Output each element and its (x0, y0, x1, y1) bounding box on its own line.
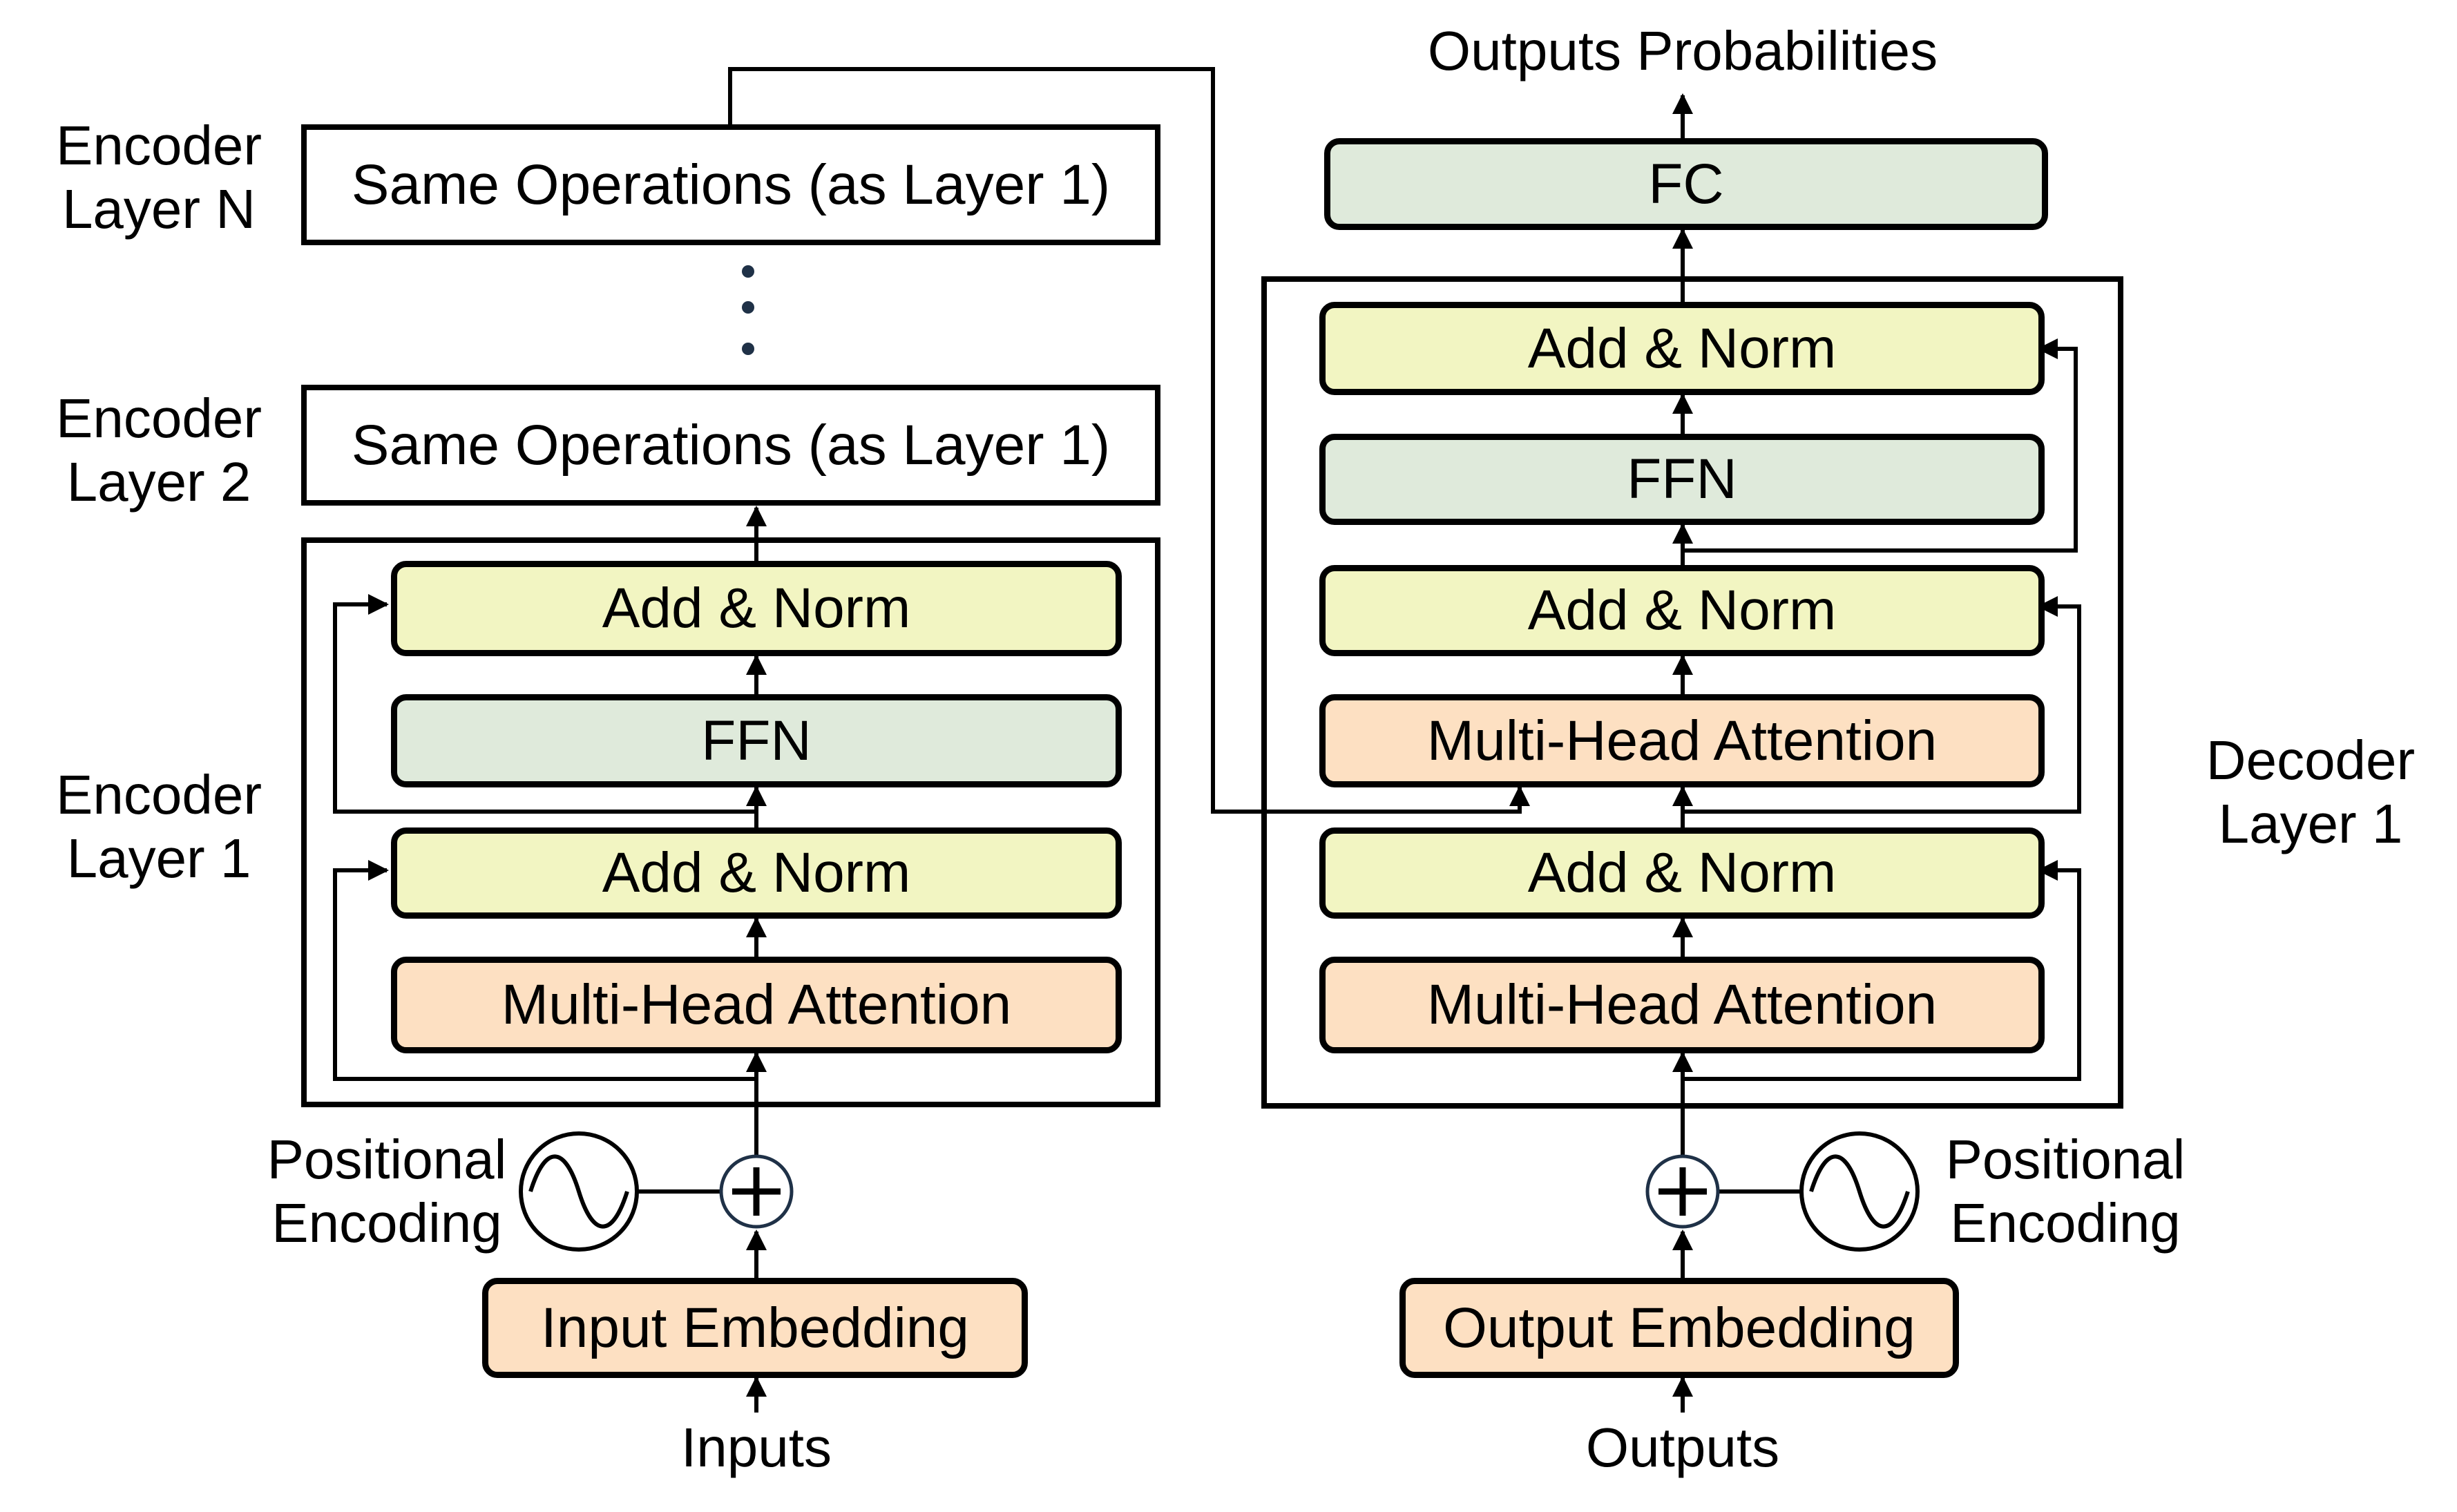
dec-positional-encoding-label: Positional Encoding (1945, 1129, 2186, 1254)
enc-add-norm-bottom: Add & Norm (391, 827, 1122, 919)
input-embedding: Input Embedding (482, 1278, 1028, 1378)
enc-positional-encoding-label: Positional Encoding (267, 1129, 507, 1254)
output-embedding: Output Embedding (1399, 1278, 1959, 1378)
same-ops-label: Same Operations (as Layer 1) (351, 413, 1111, 477)
enc-multi-head-attention: Multi-Head Attention (391, 957, 1122, 1053)
dec-add-norm-1: Add & Norm (1319, 827, 2045, 919)
enc-pe-sine-icon (519, 1131, 639, 1252)
encoder-layer-2-label: Encoder Layer 2 (56, 387, 262, 513)
same-ops-label: Same Operations (as Layer 1) (351, 153, 1111, 216)
enc-residual-1 (333, 860, 756, 1081)
enc-to-dec-line (728, 67, 1530, 814)
encoder-layer-2-box: Same Operations (as Layer 1) (301, 385, 1160, 506)
enc-ffn: FFN (391, 694, 1122, 787)
inputs-label: Inputs (681, 1417, 832, 1478)
ellipsis-dot (742, 265, 754, 278)
decoder-layer-1-label: Decoder Layer 1 (2206, 729, 2416, 854)
encoder-layer-n-box: Same Operations (as Layer 1) (301, 124, 1160, 245)
dec-cross-multi-head-attention: Multi-Head Attention (1319, 694, 2045, 787)
encoder-layer-1-frame (301, 537, 1160, 1107)
decoder-layer-1-frame (1261, 276, 2123, 1109)
dec-residual-1 (1683, 860, 2081, 1081)
dec-residual-2 (1683, 596, 2081, 814)
dec-self-multi-head-attention: Multi-Head Attention (1319, 957, 2045, 1053)
encoder-layer-1-label: Encoder Layer 1 (56, 764, 262, 889)
dec-plus-icon (1645, 1154, 1720, 1229)
enc-add-norm-top: Add & Norm (391, 561, 1122, 656)
outputs-probabilities-label: Outputs Probabilities (1427, 20, 1938, 82)
ellipsis-dot (742, 343, 754, 355)
dec-fc: FC (1324, 138, 2048, 230)
enc-residual-2 (333, 594, 756, 814)
encoder-layer-n-label: Encoder Layer N (56, 115, 262, 240)
dec-ffn: FFN (1319, 434, 2045, 525)
ellipsis-dot (742, 301, 754, 314)
dec-add-norm-3: Add & Norm (1319, 302, 2045, 395)
dec-residual-3 (1683, 338, 2078, 553)
dec-pe-sine-icon (1799, 1131, 1920, 1252)
outputs-label: Outputs (1585, 1417, 1780, 1478)
dec-add-norm-2: Add & Norm (1319, 565, 2045, 656)
enc-plus-icon (719, 1154, 794, 1229)
